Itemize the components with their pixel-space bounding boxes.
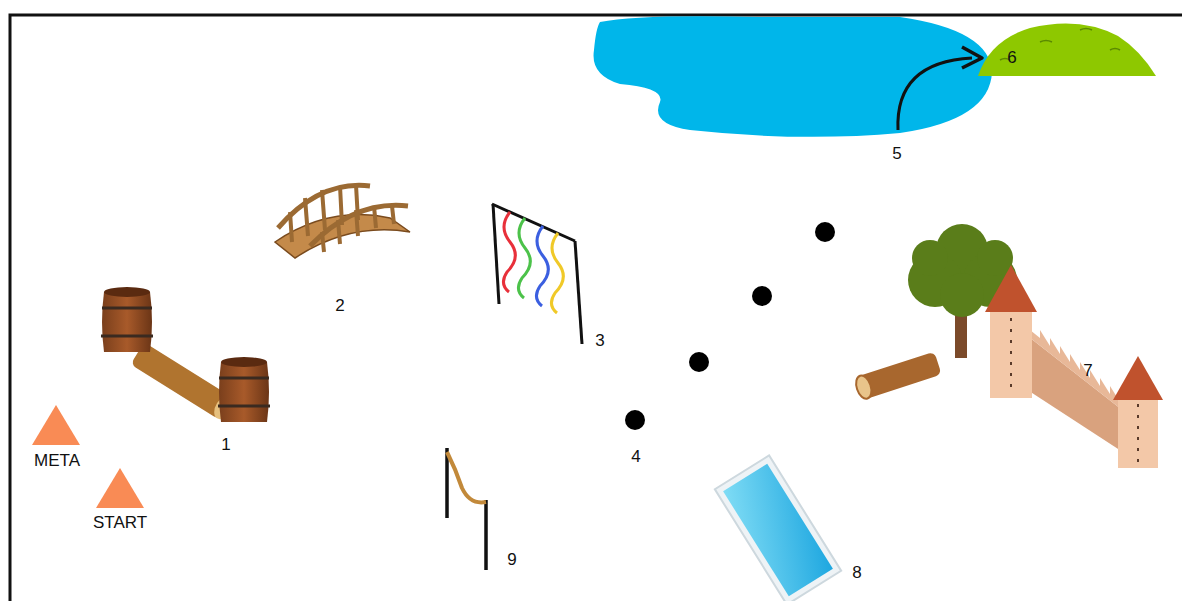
cone-label: START (93, 514, 147, 531)
callout-number: 6 (1007, 49, 1016, 66)
callout-number: 2 (335, 297, 344, 314)
callout-number: 4 (631, 448, 640, 465)
callout-number: 9 (507, 551, 516, 568)
callout-number: 5 (892, 145, 901, 162)
cone-label: META (34, 452, 80, 469)
callout-number: 1 (221, 436, 230, 453)
callout-number: 7 (1083, 362, 1092, 379)
callout-number: 8 (852, 564, 861, 581)
callout-number: 3 (595, 332, 604, 349)
